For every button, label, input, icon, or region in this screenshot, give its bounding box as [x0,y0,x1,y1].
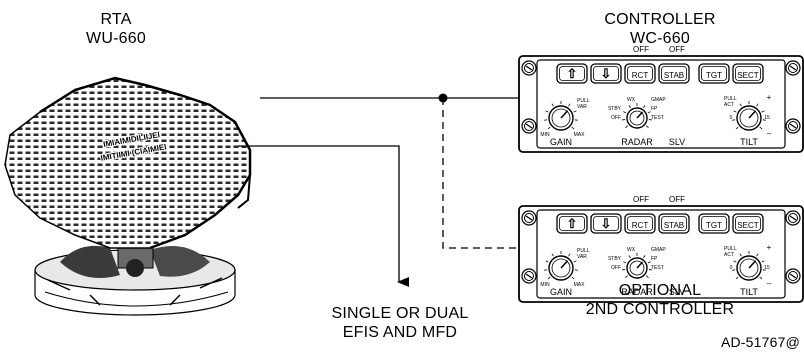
controller-panel-optional-tilt-act: ACT [724,252,734,258]
controller-panel-primary-radar-off: OFF [611,115,621,121]
controller-panel-optional-radar-wx: WX [627,247,636,253]
controller-panel-primary-screw-tr [786,61,800,75]
controller-panel-primary-up-button: ⇧ [557,64,587,83]
controller-panel-optional-off-label-2: OFF [669,195,685,204]
controller-panel-optional-stab-button-label: STAB [664,221,684,230]
rta-label-line2: WU-660 [76,29,156,48]
controller-panel-optional-gain-min: MIN [540,282,550,288]
cable-to-optional-controller [443,98,519,248]
controller-panel-primary-up-button-label: ⇧ [567,66,578,81]
controller-panel-optional-rct-button-label: RCT [632,221,649,230]
controller-panel-primary-rct-button: RCT [625,64,655,83]
controller-panel-primary-radar-gmap: GMAP [651,97,666,103]
controller-panel-optional-tgt-button: TGT [699,214,729,233]
controller-panel-optional-gain-var: VAR [577,254,587,260]
controller-panel-optional-tilt-plus: + [767,243,772,252]
controller-panel-optional-sect-button: SECT [733,214,763,233]
controller-panel-optional-radar-test: TEST [651,265,664,271]
controller-panel-optional-tilt-minus: – [767,279,772,288]
controller-panel-primary-radar-label: RADAR [621,137,653,147]
controller-panel-optional-down-button: ⇩ [591,214,621,233]
efis-label-line1: SINGLE OR DUAL [310,304,490,323]
controller-panel-optional-screw-br [786,269,800,283]
controller-panel-optional-stab-button: STAB [659,214,689,233]
controller-panel-primary-tilt-label: TILT [740,137,758,147]
antenna-pedestal [35,238,235,315]
controller-panel-primary-screw-tl [522,61,536,75]
controller-panel-primary-screw-br [786,119,800,133]
controller-panel-primary-gain-max: MAX [574,132,586,138]
controller-panel-optional-off-label-1: OFF [633,195,649,204]
controller-panel-optional-radar-gmap: GMAP [651,247,666,253]
controller-panel-primary-radar-wx: WX [627,97,636,103]
rta-label: RTA WU-660 [76,10,156,48]
controller-label: CONTROLLER WC-660 [585,10,735,48]
controller-panel-optional-gain-label: GAIN [550,287,572,297]
optional-controller-label: OPTIONAL 2ND CONTROLLER [570,281,750,319]
controller-panel-primary-gain-var: VAR [577,104,587,110]
controller-panel-primary-down-button: ⇩ [591,64,621,83]
controller-panel-optional-tgt-button-label: TGT [706,221,722,230]
efis-mfd-label: SINGLE OR DUAL EFIS AND MFD [310,304,490,342]
controller-panel-optional-rct-button: RCT [625,214,655,233]
controller-panel-primary-gain-min: MIN [540,132,550,138]
controller-panel-primary-down-button-label: ⇩ [601,66,612,81]
controller-label-line2: WC-660 [585,29,735,48]
efis-label-line2: EFIS AND MFD [310,323,490,342]
controller-panel-optional-sect-button-label: SECT [737,221,758,230]
controller-panel-optional-screw-bl [522,269,536,283]
controller-panel-primary-tilt-minus: – [767,129,772,138]
controller-panel-primary-tgt-button-label: TGT [706,71,722,80]
controller-panel-optional-down-button-label: ⇩ [601,216,612,231]
controller-panel-optional-up-button-label: ⇧ [567,216,578,231]
controller-panel-optional-radar-stby: STBY [608,256,622,262]
controller-panel-optional-radar-off: OFF [611,265,621,271]
controller-panel-optional-radar-fp: FP [651,256,658,262]
controller-panel-primary-tilt-act: ACT [724,102,734,108]
controller-panel-primary-stab-button: STAB [659,64,689,83]
optional-label-line2: 2ND CONTROLLER [570,300,750,319]
controller-panel-optional-tilt-zero: 0 [730,265,733,271]
controller-panel-primary-sect-button: SECT [733,64,763,83]
controller-panel-primary-screw-bl [522,119,536,133]
controller-panel-optional-tilt-fifteen: 15 [764,265,770,271]
figure-code: AD-51767@ [690,333,800,352]
controller-panel-primary-stab-button-label: STAB [664,71,684,80]
controller-panel-optional-screw-tl [522,211,536,225]
controller-panel-primary-tilt-zero: 0 [730,115,733,121]
controller-panel-primary-radar-stby: STBY [608,106,622,112]
controller-panel-primary-tilt-plus: + [767,93,772,102]
controller-panel-primary-gain-label: GAIN [550,137,572,147]
controller-panel-primary-tgt-button: TGT [699,64,729,83]
controller-panel-optional-screw-tr [786,211,800,225]
controller-panel-primary-slv-label: SLV [669,137,685,147]
controller-panel-optional-up-button: ⇧ [557,214,587,233]
controller-panel-primary-tilt-fifteen: 15 [764,115,770,121]
cable-to-efis-mfd [238,146,399,282]
optional-label-line1: OPTIONAL [570,281,750,300]
controller-panel-primary-rct-button-label: RCT [632,71,649,80]
antenna-flat-plate: IMIAIMIDILIIJEI IMITIIMI (CIAIMIEI [5,78,250,248]
controller-label-line1: CONTROLLER [585,10,735,29]
controller-panel-primary-radar-fp: FP [651,106,658,112]
controller-panel-primary-radar-test: TEST [651,115,664,121]
rta-label-line1: RTA [76,10,156,29]
rta-antenna: IMIAIMIDILIIJEI IMITIIMI (CIAIMIEI [5,78,250,315]
controller-panel-primary-sect-button-label: SECT [737,71,758,80]
